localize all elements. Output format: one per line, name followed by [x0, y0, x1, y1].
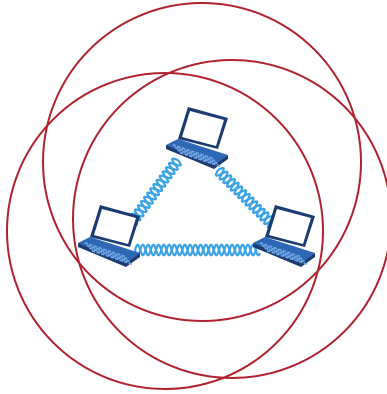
- laptop-nodes: [78, 107, 315, 267]
- coverage-ranges: [7, 3, 387, 389]
- laptop-icon: [78, 205, 140, 267]
- wireless-link-strand: [218, 168, 276, 231]
- wireless-link: [135, 245, 260, 255]
- wireless-links: [125, 159, 279, 255]
